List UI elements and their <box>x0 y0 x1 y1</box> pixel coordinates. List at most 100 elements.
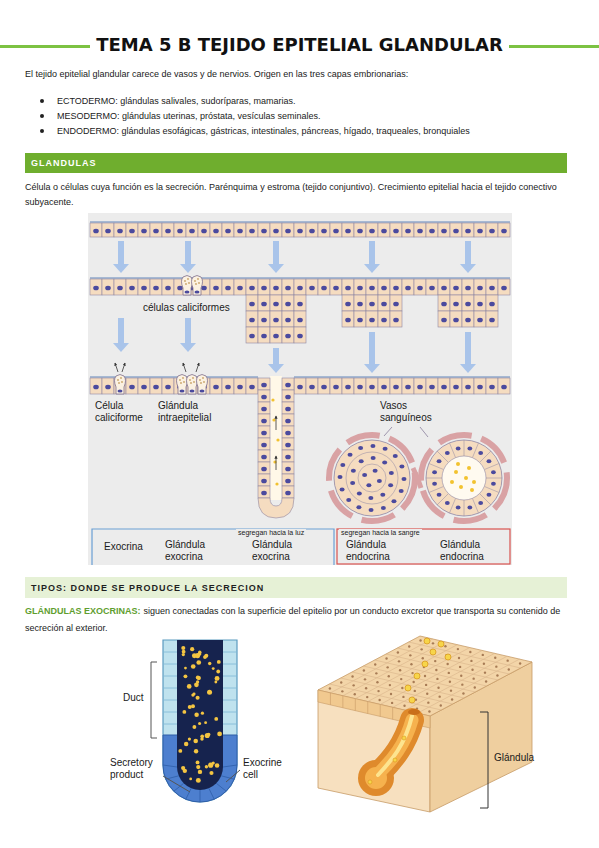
cell-nucleus <box>489 229 495 234</box>
epithelial-cell <box>282 402 294 414</box>
epithelial-cell <box>258 223 270 237</box>
cell-nucleus <box>399 669 401 671</box>
cell-boundary <box>216 783 226 791</box>
cell-nucleus <box>285 479 291 484</box>
epithelial-cell <box>162 378 174 394</box>
cell-nucleus <box>129 286 135 291</box>
cell-nucleus <box>501 229 507 234</box>
epithelial-cell <box>474 279 486 295</box>
cell-nucleus <box>441 229 447 234</box>
cell-nucleus <box>345 318 351 323</box>
cell-nucleus <box>469 651 471 653</box>
cell-nucleus <box>285 407 291 412</box>
cell-nucleus <box>408 645 410 647</box>
development-arrow <box>273 241 279 265</box>
cell-nucleus <box>484 671 486 673</box>
epithelial-cell <box>174 223 186 237</box>
epithelial-cell <box>258 426 270 438</box>
epithelial-cell <box>330 223 342 237</box>
epithelial-cell <box>282 414 294 426</box>
cell-nucleus <box>333 229 339 234</box>
duct-bracket <box>151 662 157 738</box>
cell-nucleus <box>465 318 471 323</box>
epithelial-cell <box>258 462 270 474</box>
cell-nucleus <box>261 318 267 323</box>
development-arrow <box>180 264 196 273</box>
leader-line <box>384 427 392 436</box>
epithelial-cell <box>402 279 414 295</box>
epithelial-cell <box>366 311 378 327</box>
epithelial-cell <box>138 279 150 295</box>
cell-nucleus <box>338 475 343 479</box>
secretion-dots <box>445 654 451 660</box>
epithelial-cell <box>342 295 354 311</box>
leader-line <box>226 770 240 782</box>
band-heading: GLANDULAS <box>31 157 561 169</box>
cell-boundary <box>380 704 381 716</box>
epithelial-cell <box>474 223 486 237</box>
epithelial-cell <box>486 223 498 237</box>
cell-nucleus <box>261 479 267 484</box>
goblet-cell <box>182 276 193 296</box>
cell-nucleus <box>345 286 351 291</box>
cell-nucleus <box>261 229 267 234</box>
cell-nucleus <box>491 482 496 486</box>
cell-boundary <box>163 724 177 725</box>
secretion-dot <box>184 667 187 670</box>
cell-nucleus <box>474 686 476 688</box>
secretion-dot <box>201 712 204 715</box>
cell-nucleus <box>441 385 447 390</box>
cell-nucleus <box>105 229 111 234</box>
cell-nucleus <box>153 286 159 291</box>
secretion-dot <box>192 725 196 729</box>
cell-nucleus <box>393 229 399 234</box>
cell-nucleus <box>369 302 375 307</box>
epithelial-cell <box>258 378 270 390</box>
cell-nucleus <box>374 663 376 665</box>
mucus-granule <box>183 381 185 383</box>
blood-vessel <box>413 468 421 488</box>
cell-boundary <box>480 451 491 462</box>
epithelial-cell <box>498 378 510 394</box>
cell-nucleus <box>237 229 243 234</box>
epithelial-cell <box>450 378 462 394</box>
section-band: GLANDULAS <box>25 153 567 173</box>
secretion-dot <box>191 664 196 669</box>
epithelial-cell <box>210 378 222 394</box>
secretion-dot <box>183 674 187 678</box>
leader-line <box>163 776 190 792</box>
cell-nucleus <box>422 657 424 659</box>
cell-nucleus <box>391 499 396 503</box>
secretion-dots <box>402 736 406 740</box>
cell-nucleus <box>321 286 327 291</box>
gland-bottom <box>258 498 294 518</box>
figure-label: Secretory product <box>110 757 162 780</box>
cell-nucleus <box>190 389 195 392</box>
epithelial-cell <box>342 378 354 394</box>
epithelial-cell <box>282 378 294 390</box>
mucus-granule <box>202 377 204 379</box>
cell-nucleus <box>285 431 291 436</box>
cell-nucleus <box>165 286 171 291</box>
cell-nucleus <box>428 710 430 712</box>
cell-nucleus <box>261 455 267 460</box>
cell-nucleus <box>401 477 406 481</box>
cell-nucleus <box>285 286 291 291</box>
epithelial-cell <box>282 311 294 327</box>
cell-nucleus <box>465 286 471 291</box>
cell-nucleus <box>346 498 351 502</box>
epithelial-cell <box>342 311 354 327</box>
epithelial-cell <box>486 295 498 311</box>
cell-boundary <box>429 463 444 469</box>
cell-boundary <box>200 790 201 802</box>
cell-nucleus <box>437 687 439 689</box>
cell-nucleus <box>261 302 267 307</box>
cell-nucleus <box>201 229 207 234</box>
cell-nucleus <box>105 286 111 291</box>
epithelial-cell <box>246 295 258 311</box>
cell-nucleus <box>329 687 331 689</box>
leader-line <box>420 427 428 437</box>
goblet-cell <box>187 375 198 395</box>
